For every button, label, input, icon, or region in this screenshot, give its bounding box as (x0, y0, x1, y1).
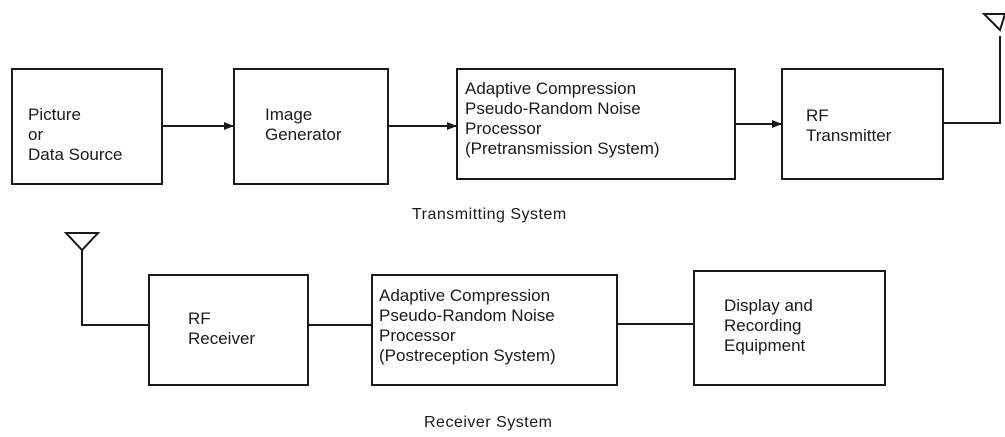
block-label: Picture or Data Source (28, 105, 123, 165)
block-label-line: Equipment (724, 336, 806, 355)
transmit-antenna-icon (981, 13, 1005, 32)
block-label-line: RF (188, 309, 211, 328)
block-label-line: (Postreception System) (379, 346, 556, 365)
wire-transmitter-to-antenna (944, 36, 1001, 124)
block-label-line: Processor (465, 119, 542, 138)
block-label-line: (Pretransmission System) (465, 139, 660, 158)
block-label-line: or (28, 125, 44, 144)
block-label: Adaptive Compression Pseudo-Random Noise… (379, 286, 556, 366)
block-label: RF Transmitter (806, 106, 891, 146)
receive-antenna-icon (63, 232, 101, 252)
block-label-line: Receiver (188, 329, 256, 348)
block-label-line: Pseudo-Random Noise (379, 306, 555, 325)
block-label: RF Receiver (188, 309, 255, 349)
rf-receiver-block: RF Receiver (148, 274, 309, 386)
block-label-line: RF (806, 106, 829, 125)
image-generator-block: Image Generator (233, 68, 389, 185)
block-label-line: Image (265, 105, 313, 124)
block-label-line: Display and (724, 296, 813, 315)
block-label-line: Pseudo-Random Noise (465, 99, 641, 118)
block-label-line: Processor (379, 326, 456, 345)
block-label: Adaptive Compression Pseudo-Random Noise… (465, 79, 660, 159)
block-label-line: Transmitter (806, 126, 892, 145)
block-label-line: Adaptive Compression (379, 286, 551, 305)
block-label-line: Adaptive Compression (465, 79, 637, 98)
receiver-system-caption: Receiver System (424, 414, 553, 431)
wire-antenna-to-receiver (81, 250, 148, 326)
picture-data-source-block: Picture or Data Source (11, 68, 163, 185)
transmitting-system-caption: Transmitting System (412, 206, 567, 223)
block-label: Display and Recording Equipment (724, 296, 813, 356)
rf-transmitter-block: RF Transmitter (781, 68, 944, 180)
block-label: Image Generator (265, 105, 342, 145)
postreception-processor-block: Adaptive Compression Pseudo-Random Noise… (371, 274, 618, 386)
block-label-line: Generator (265, 125, 342, 144)
block-label-line: Data Source (28, 145, 123, 164)
display-recording-block: Display and Recording Equipment (693, 270, 886, 386)
pretransmission-processor-block: Adaptive Compression Pseudo-Random Noise… (456, 68, 736, 180)
block-label-line: Recording (724, 316, 802, 335)
block-label-line: Picture (28, 105, 81, 124)
